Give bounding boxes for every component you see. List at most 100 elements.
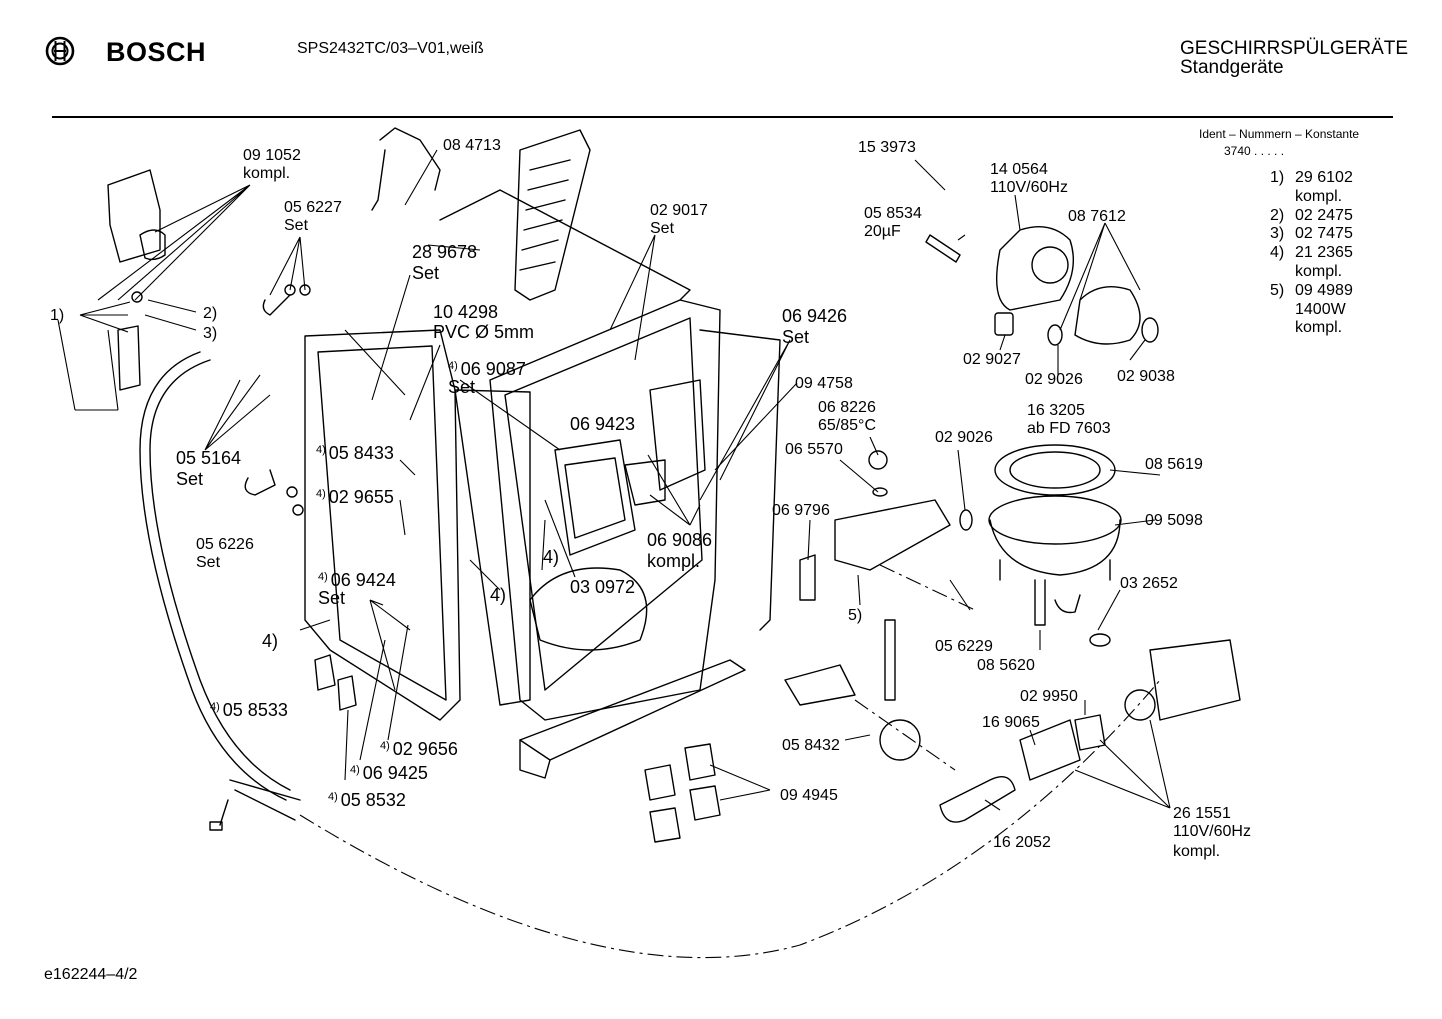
label-085619: 08 5619 [1145, 456, 1203, 473]
label-2: 2) [203, 305, 218, 322]
label-169065: 16 9065 [982, 714, 1040, 731]
label-085620: 08 5620 [977, 657, 1035, 674]
label-4: 4) [543, 547, 560, 567]
label-069425: 4)06 9425 [350, 763, 428, 783]
label-4: 4) [490, 585, 507, 605]
ident-row: 4)21 2365 [1270, 243, 1353, 262]
label-058534: 05 8534 [864, 205, 922, 222]
ident-value: 29 6102 [1295, 169, 1353, 186]
label-069423: 06 9423 [570, 414, 636, 434]
tub-body-shape [489, 299, 721, 721]
ident-value: 02 2475 [1295, 206, 1353, 224]
label-069086: 06 9086 [647, 530, 713, 550]
seal-strip-shape [514, 129, 591, 301]
capacitor-shape [925, 234, 961, 263]
label-110v-60hz: 110V/60Hz [1173, 823, 1251, 840]
ident-code: 3740 . . . . . [1224, 144, 1285, 158]
label-set: Set [448, 377, 476, 397]
label-set: Set [318, 588, 346, 608]
label-261551: 26 1551 [1173, 805, 1231, 822]
label-kompl: kompl. [243, 165, 291, 182]
label-1: 1) [50, 307, 65, 324]
label-056229: 05 6229 [935, 638, 993, 655]
ident-title: Ident – Nummern – Konstante [1199, 127, 1360, 141]
label-065570: 06 5570 [785, 441, 843, 458]
label-055164: 05 5164 [176, 448, 242, 468]
tub-front-edge [454, 389, 531, 706]
pressure-switch-shape [879, 719, 921, 761]
label-069796: 06 9796 [772, 502, 830, 519]
model-number: SPS2432TC/03–V01,weiß [297, 40, 484, 57]
label-029026: 02 9026 [1025, 371, 1083, 388]
label-163205: 16 3205 [1027, 402, 1085, 419]
ident-index: 2) [1270, 206, 1285, 224]
bosch-armature-logo-icon [45, 36, 75, 66]
motor-shape [995, 226, 1075, 311]
label-058432: 05 8432 [782, 737, 840, 754]
label-set: Set [782, 327, 810, 347]
label-set: Set [650, 220, 675, 237]
pump-housing-shape [1074, 286, 1141, 345]
ident-note: kompl. [1295, 319, 1343, 337]
side-panel-shape [304, 329, 461, 721]
brand-logo-text: BOSCH [106, 37, 207, 67]
ident-index: 5) [1270, 281, 1285, 299]
label-069087: 4)06 9087 [448, 359, 526, 379]
ident-row: 2) 02 2475 [1270, 206, 1353, 225]
label-104298: 10 4298 [433, 302, 499, 322]
ident-row: 3) 02 7475 [1270, 224, 1353, 243]
label-029656: 4)02 9656 [380, 739, 458, 759]
label-pvc: PVC Ø 5mm [433, 322, 535, 342]
label-set: Set [284, 217, 309, 234]
label-153973: 15 3973 [858, 139, 916, 156]
label-289678: 28 9678 [412, 242, 478, 262]
label-058532: 4)05 8532 [328, 790, 406, 810]
document-id: e162244–4/2 [44, 966, 138, 983]
drain-pump-shape [1149, 639, 1241, 721]
label-095098: 09 5098 [1145, 512, 1203, 529]
label-4: 4) [262, 631, 279, 651]
label-set: Set [196, 554, 221, 571]
label-kompl: kompl. [647, 551, 701, 571]
ident-index: 3) [1270, 225, 1285, 243]
label-029655: 4)02 9655 [316, 487, 394, 507]
label-set: Set [412, 263, 440, 283]
label-068226: 06 8226 [818, 399, 876, 416]
ident-note: 1400W [1295, 300, 1346, 318]
label-029038: 02 9038 [1117, 368, 1175, 385]
ident-note: kompl. [1295, 187, 1343, 205]
ident-note: kompl. [1295, 263, 1343, 280]
label-058433: 4)05 8433 [316, 443, 394, 463]
label-162052: 16 2052 [993, 834, 1051, 851]
label-030972: 03 0972 [570, 577, 636, 597]
label-029027: 02 9027 [963, 351, 1021, 368]
hose-162052-shape [939, 776, 1016, 823]
base-rail-shape [519, 659, 746, 761]
label-029950: 02 9950 [1020, 688, 1078, 705]
label-056227: 05 6227 [284, 199, 342, 216]
category-subtitle: Standgeräte [1180, 57, 1284, 78]
dispenser-shape [554, 439, 636, 556]
ident-value: 09 4989 [1295, 281, 1353, 299]
label-20uf: 20µF [864, 223, 901, 240]
label-set: Set [176, 469, 204, 489]
label-058533: 4)05 8533 [210, 700, 288, 720]
label-140564: 14 0564 [990, 161, 1048, 178]
label-094945: 09 4945 [780, 787, 838, 804]
label-3: 3) [203, 325, 218, 342]
label-5: 5) [848, 607, 863, 624]
category-title: GESCHIRRSPÜLGERÄTE [1180, 38, 1409, 59]
ident-index: 1) [1270, 169, 1285, 186]
heater-shape [834, 499, 951, 571]
label-091052: 09 1052 [243, 147, 301, 164]
ident-value: 02 7475 [1295, 225, 1353, 243]
label-069424: 4)06 9424 [318, 570, 396, 590]
aquastop-box-shape [107, 169, 161, 263]
label-ab-fd-7603: ab FD 7603 [1027, 420, 1111, 437]
label-094758: 09 4758 [795, 375, 853, 392]
label-110v-60hz: 110V/60Hz [990, 179, 1068, 196]
header-rule [52, 116, 1393, 118]
label-032652: 03 2652 [1120, 575, 1178, 592]
ident-value: 21 2365 [1295, 244, 1353, 262]
